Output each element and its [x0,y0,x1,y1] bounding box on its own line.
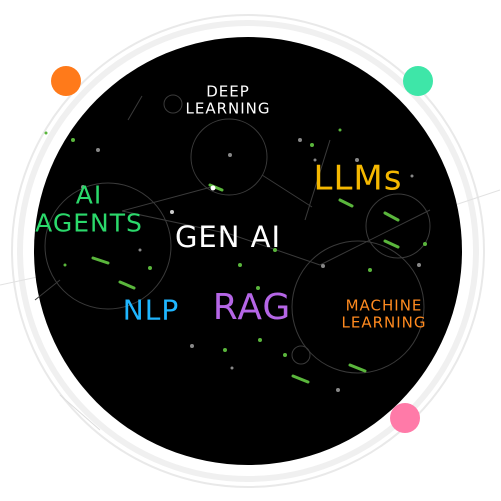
outer-line [59,394,101,431]
machine-learning-label: MACHINE LEARNING [341,296,427,331]
outer-ring [11,14,485,488]
nlp-label: NLP [122,293,180,327]
black-disc [34,37,462,465]
rag-label: RAG [212,287,292,329]
network-lines [34,94,431,374]
deep-learning-label: DEEP LEARNING [185,82,271,117]
teal-dot [403,66,433,96]
inner-ring [17,20,479,482]
orange-dot [51,66,81,96]
gen-ai-label: GEN AI [174,220,282,255]
scatter-dots [44,128,427,392]
pink-dot [390,403,420,433]
ai-agents-label: AI AGENTS [35,180,143,237]
llms-label: LLMs [313,158,403,199]
